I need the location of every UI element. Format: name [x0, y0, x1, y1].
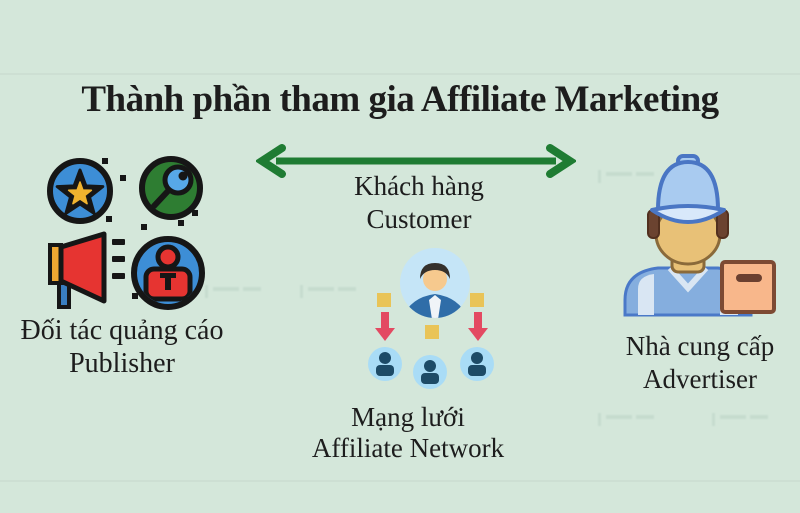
publisher-label-en: Publisher [69, 348, 175, 379]
background-seam [0, 73, 800, 75]
network-label: Mạng lưới Affiliate Network [288, 402, 528, 464]
customer-avatar-icon [400, 248, 470, 318]
customer-label-en: Customer [366, 204, 472, 234]
network-distribution-icon [350, 238, 515, 408]
cap-icon [650, 154, 726, 224]
star-badge-icon [47, 158, 113, 224]
publisher-label-vi: Đối tác quảng cáo [20, 315, 224, 346]
advertiser-label: Nhà cung cấp Advertiser [580, 330, 800, 396]
background-seam [0, 480, 800, 482]
network-label-en: Affiliate Network [311, 433, 505, 463]
publisher-label: Đối tác quảng cáo Publisher [2, 314, 242, 380]
customer-label-vi: Khách hàng [354, 171, 484, 201]
advertiser-label-vi: Nhà cung cấp [625, 331, 775, 361]
double-arrow-icon [254, 144, 578, 178]
square-dots [102, 158, 198, 303]
delivery-worker-icon [620, 148, 780, 318]
user-lock-icon [131, 236, 205, 310]
watermark-mark [205, 285, 261, 298]
megaphone-icon [48, 231, 125, 309]
down-arrow-icon [375, 312, 488, 341]
search-magnifier-icon [139, 156, 203, 220]
publisher-icons [40, 140, 255, 318]
advertiser-label-en: Advertiser [643, 364, 757, 394]
package-box-icon [720, 260, 776, 314]
watermark-mark [598, 170, 654, 183]
watermark-mark [712, 413, 768, 426]
page-title: Thành phần tham gia Affiliate Marketing [81, 79, 719, 120]
network-label-vi: Mạng lưới [351, 402, 465, 432]
customer-label: Khách hàng Customer [299, 170, 539, 236]
yellow-square-icon [377, 293, 484, 339]
watermark-mark [300, 285, 356, 298]
watermark-mark [598, 413, 654, 426]
user-circle-icon [368, 347, 494, 389]
